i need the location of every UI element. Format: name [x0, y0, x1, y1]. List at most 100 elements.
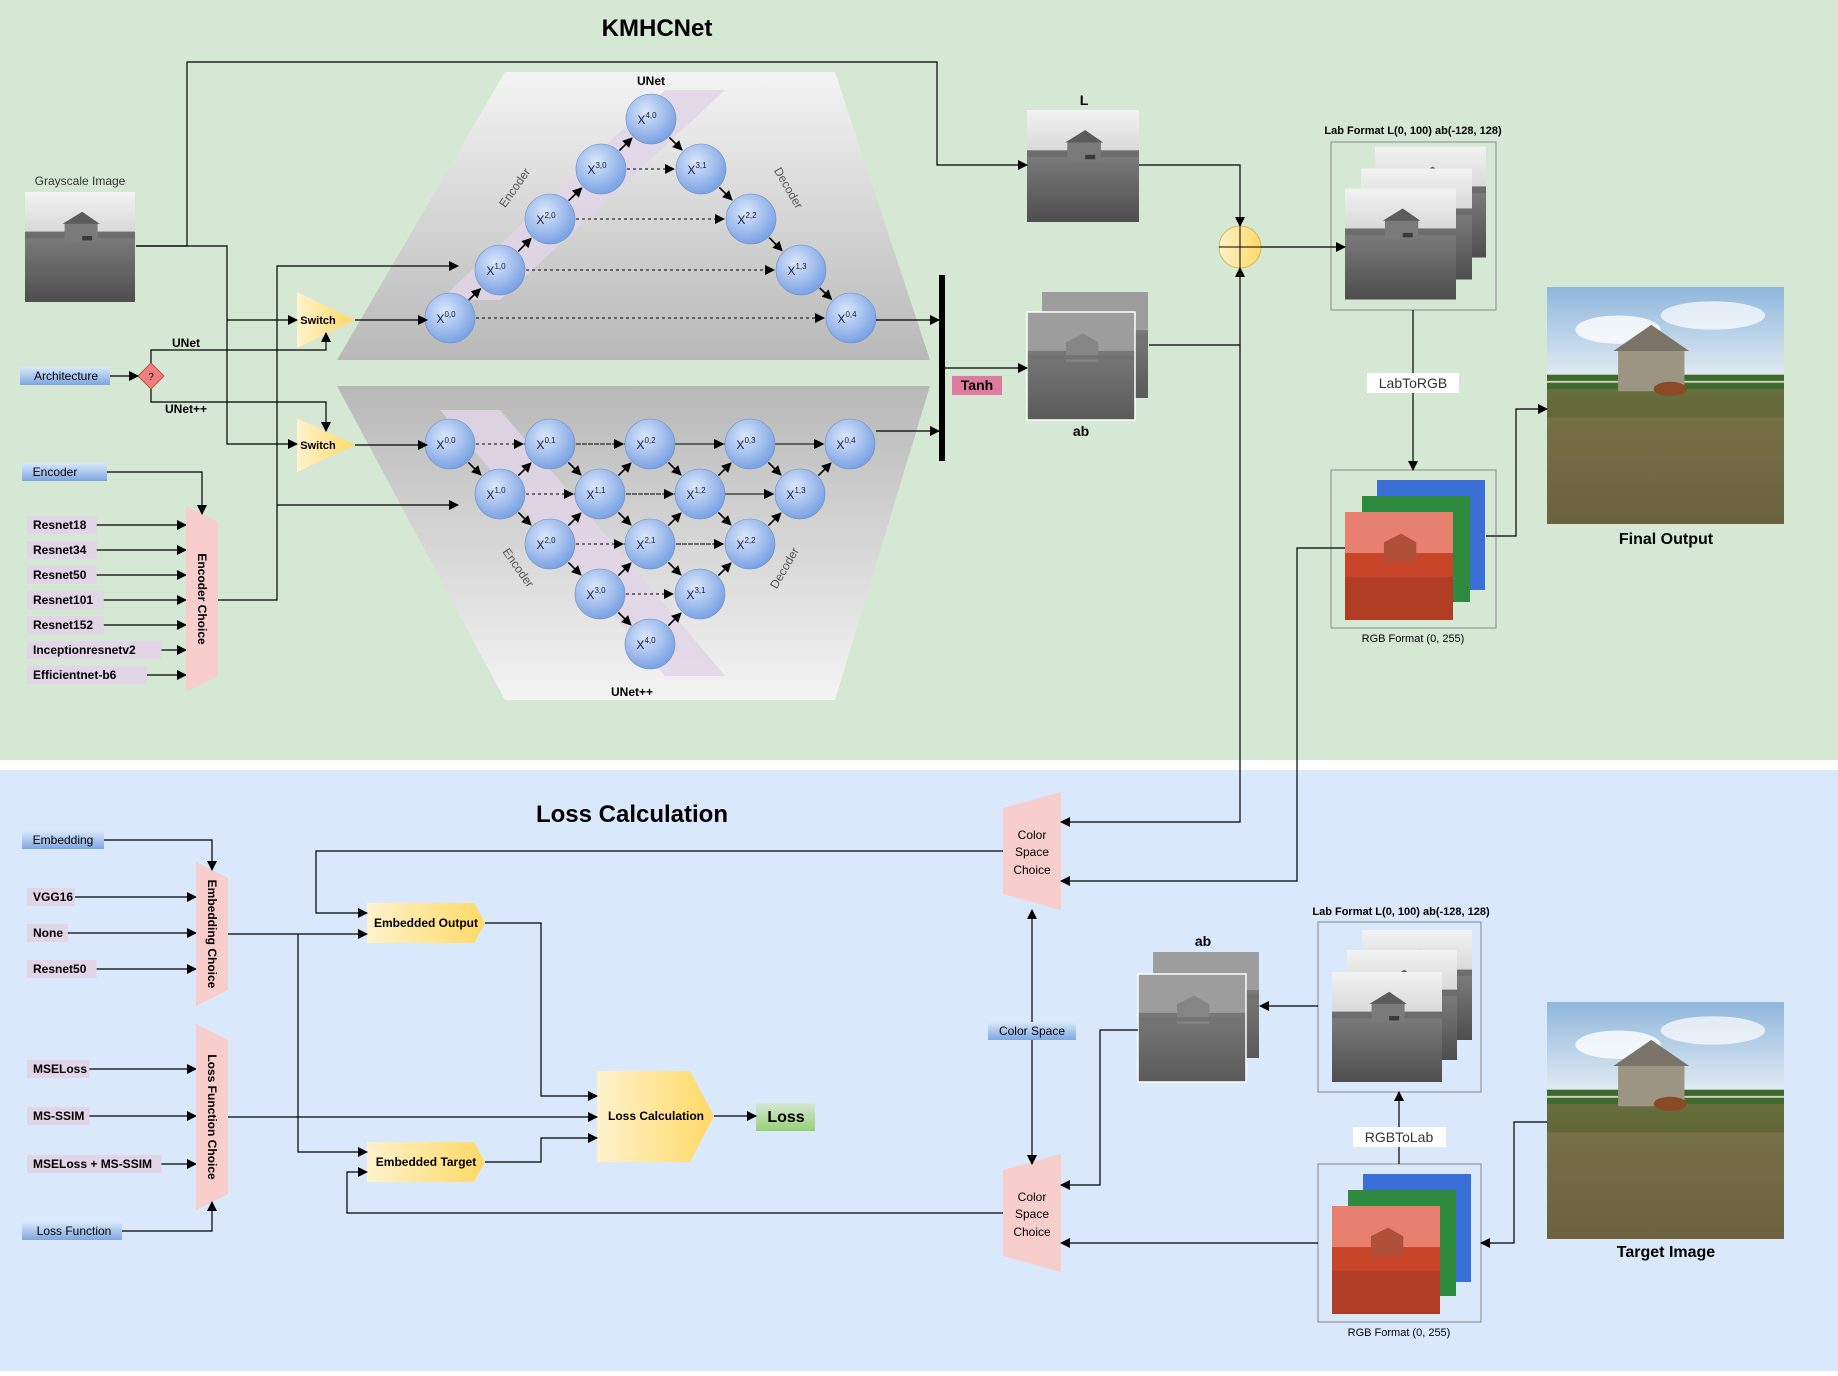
connectors	[104, 61, 1548, 1248]
unet-edges	[468, 136, 833, 323]
lab-format-label-bottom: Lab Format L(0, 100) ab(-128, 128)	[1312, 906, 1490, 918]
unetpp-title: UNet++	[611, 685, 653, 699]
color-space-choice-lower-l2: Space	[1015, 1207, 1049, 1221]
unet-edge	[468, 288, 482, 301]
bottom-lab-image-1	[1332, 972, 1442, 1082]
grayscale-image-label: Grayscale Image	[35, 174, 126, 188]
unetpp-node	[524, 418, 576, 470]
unet-node	[775, 244, 827, 296]
lab-format-label-top: Lab Format L(0, 100) ab(-128, 128)	[1324, 125, 1502, 137]
ab-label: ab	[1073, 423, 1089, 439]
bottom-rgb-red-channel	[1332, 1206, 1440, 1314]
unetpp-up-edge	[567, 512, 582, 527]
l-label: L	[1080, 92, 1089, 108]
unetpp-down-edge	[567, 461, 582, 476]
conn-bottom-ab-to-choice	[1060, 1029, 1138, 1190]
unet-node-label: X4,0	[637, 111, 657, 127]
unet-edge	[819, 287, 833, 300]
unetpp-node	[474, 468, 526, 520]
loss-option-tag	[27, 1107, 90, 1125]
conn-grayscale-to-switch-unetpp	[136, 245, 298, 449]
conn-lossfn-to-choice	[122, 1201, 217, 1232]
loss-function-choice-block	[196, 1024, 228, 1210]
conn-target-to-loss	[485, 1133, 598, 1163]
embedded-output-block	[367, 903, 485, 943]
unet-node-label: X0,4	[837, 310, 857, 326]
loss-output-label: Loss	[767, 1109, 804, 1126]
unet-title: UNet	[637, 74, 665, 88]
target-image-label: Target Image	[1617, 1244, 1716, 1261]
encoder-option-tag	[27, 666, 147, 684]
unetpp-node-label: X1,1	[586, 486, 606, 502]
unetpp-up-edge	[817, 462, 832, 477]
unet-node-label: X2,2	[737, 211, 757, 227]
unetpp-up-edge	[517, 462, 532, 477]
embedding-option-label: Resnet50	[33, 962, 87, 976]
switch-unet	[297, 292, 355, 348]
unet-node-label: X1,3	[787, 262, 807, 278]
unetpp-up-edge	[617, 462, 632, 477]
bottom-ab-label: ab	[1195, 933, 1211, 949]
encoder-choice-label: Encoder Choice	[195, 553, 209, 645]
unet-node-label: X1,0	[486, 262, 506, 278]
unetpp-node-label: X2,2	[736, 536, 756, 552]
loss-calculation-block	[597, 1071, 714, 1162]
encoder-option-tag	[27, 566, 97, 584]
embedded-target-label: Embedded Target	[376, 1155, 476, 1169]
encoder-option-tag	[27, 516, 97, 534]
loss-calculation-block-label: Loss Calculation	[608, 1109, 704, 1123]
embedded-target-block	[367, 1142, 485, 1182]
color-space-choice-upper-l1: Color	[1018, 828, 1047, 842]
bottom-ab-image-border	[1137, 973, 1247, 1083]
unet-edge	[568, 187, 583, 202]
unet-node-label: X2,0	[536, 211, 556, 227]
embedding-choice-block	[196, 862, 228, 1006]
branch-unet-label: UNet	[172, 336, 200, 350]
color-space-label: Color Space	[999, 1024, 1065, 1038]
embedding-tag	[22, 831, 104, 849]
conn-diamond-to-switch-unetpp	[150, 389, 331, 432]
bottom-ab-image-front	[1138, 974, 1246, 1082]
unetpp-up-edge	[717, 562, 732, 577]
loss-function-label: Loss Function	[37, 1224, 112, 1238]
unet-node	[575, 143, 627, 195]
encoder-option-label: Efficientnet-b6	[33, 668, 117, 682]
conn-embed-choice-to-target	[297, 934, 368, 1157]
unetpp-node-label: X2,0	[536, 536, 556, 552]
conn-rgb-to-color-choice	[1060, 547, 1345, 886]
encoder-option-label: Resnet34	[33, 543, 87, 557]
encoder-option-tag	[27, 641, 162, 659]
color-space-choice-lower	[1003, 1154, 1061, 1272]
encoder-choice-block	[186, 506, 218, 692]
unetpp-node-label: X0,1	[536, 436, 556, 452]
branch-unetpp-label: UNet++	[165, 402, 207, 416]
color-space-choice-upper	[1003, 792, 1061, 910]
l-channel-image	[1027, 110, 1139, 222]
unetpp-down-edge	[467, 461, 482, 476]
encoder-tag-label: Encoder	[33, 465, 78, 479]
encoder-option-tag	[27, 541, 97, 559]
architecture-label: Architecture	[34, 369, 98, 383]
architecture-tag	[20, 367, 110, 385]
loss-function-tag	[22, 1222, 122, 1240]
embedding-option-tag	[27, 960, 97, 978]
decision-mark: ?	[148, 372, 154, 383]
unet-node-label: X0,0	[436, 310, 456, 326]
unetpp-node	[624, 418, 676, 470]
unet-edge	[517, 237, 532, 252]
unetpp-node	[774, 468, 826, 520]
embedding-option-label: VGG16	[33, 890, 73, 904]
conn-encoder-to-choice	[107, 471, 207, 515]
rgb-to-lab-box	[1353, 1127, 1446, 1147]
loss-function-choice-label: Loss Function Choice	[205, 1054, 219, 1180]
encoder-option-label: Resnet50	[33, 568, 87, 582]
encoder-tag	[22, 463, 107, 481]
unetpp-up-edge	[617, 562, 632, 577]
unetpp-node-label: X2,1	[636, 536, 656, 552]
loss-option-tag	[27, 1060, 90, 1078]
switch-unet-label: Switch	[300, 315, 336, 327]
rgb-format-label-bottom: RGB Format (0, 255)	[1348, 1327, 1451, 1339]
